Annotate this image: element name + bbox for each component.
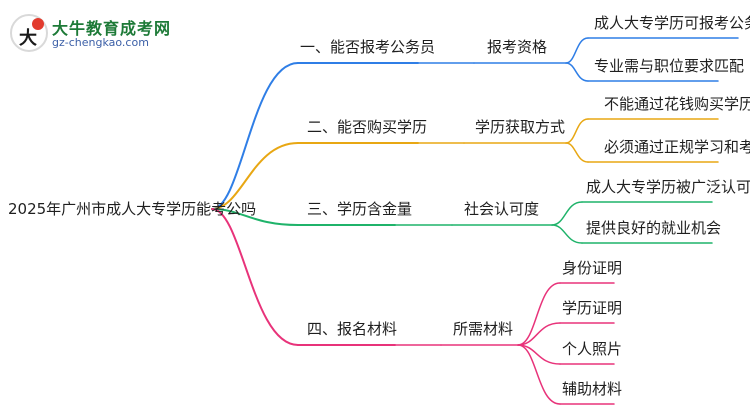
branch-1-label: 一、能否报考公务员 [300,38,436,56]
branch-1-leaf-1: 成人大专学历可报考公务员 [594,14,750,32]
root-topic: 2025年广州市成人大专学历能考公吗 [8,200,257,218]
branch-3-leaf-2: 提供良好的就业机会 [586,219,722,237]
logo-title: 大牛教育成考网 [52,19,172,38]
branch-4-leaf-1: 身份证明 [562,259,623,277]
branch-1-leaf-2-connector [565,62,589,82]
branch-2-leaf-2: 必须通过正规学习和考试 [604,138,750,156]
logo-url: gz-chengkao.com [52,36,149,49]
branch-4-leaf-1-connector [517,282,561,346]
branch-2-connector [211,142,299,210]
branch-3-leaf-1: 成人大专学历被广泛认可 [586,178,750,196]
branch-4-leaf-2-connector [517,322,561,346]
branch-4-connector [211,208,299,346]
logo: 大 大牛教育成考网 gz-chengkao.com [10,14,200,56]
branch-1-leaf-1-connector [565,37,589,64]
branch-3-label: 三、学历含金量 [307,200,413,218]
branch-3-sub: 社会认可度 [464,200,540,218]
branch-1-sub: 报考资格 [487,38,548,56]
branch-1-leaf-2: 专业需与职位要求匹配 [594,57,745,75]
branch-4-leaf-2: 学历证明 [562,299,623,317]
logo-mark-icon: 大 [10,14,48,52]
branch-2-label: 二、能否购买学历 [307,118,428,136]
branch-3-leaf-1-connector [551,201,583,226]
branch-2-leaf-1: 不能通过花钱购买学历 [604,95,750,113]
branch-4-leaf-3: 个人照片 [562,340,623,358]
branch-3-connector [211,208,299,226]
branch-2-sub: 学历获取方式 [475,118,566,136]
branch-4-label: 四、报名材料 [307,320,398,338]
branch-2-leaf-1-connector [565,118,589,144]
branch-4-leaf-4-connector [517,344,561,405]
branch-4-leaf-4: 辅助材料 [562,380,623,398]
branch-2-leaf-2-connector [565,142,589,163]
branch-3-leaf-2-connector [551,224,583,244]
branch-1-connector [211,62,299,210]
branch-4-sub: 所需材料 [453,320,514,338]
